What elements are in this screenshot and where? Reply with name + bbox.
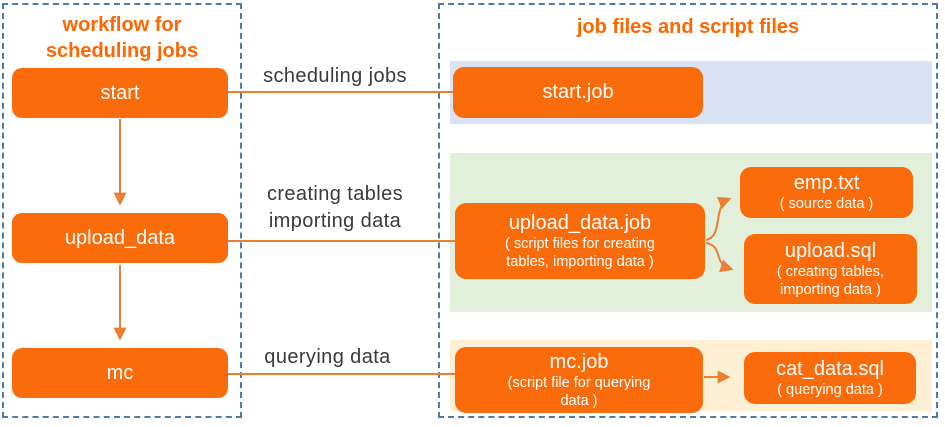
- connector-label-creating-importing: creating tables importing data: [266, 183, 404, 232]
- connector-label-querying-data: querying data: [264, 346, 391, 368]
- node-upload-data-label: upload_data: [64, 226, 176, 249]
- file-emp-txt-desc: ( source data ): [779, 196, 874, 212]
- file-upload-data-job-name: upload_data.job: [508, 211, 652, 234]
- file-mc-job-name: mc.job: [549, 350, 609, 373]
- file-cat-data-sql-name: cat_data.sql: [776, 357, 884, 380]
- node-start-label: start: [100, 81, 140, 104]
- file-mc-job-desc: (script file for querying data ): [507, 374, 651, 409]
- file-upload-data-job: upload_data.job ( script files for creat…: [455, 203, 705, 279]
- files-panel: job files and script files start.job upl…: [438, 3, 938, 418]
- workflow-panel: workflow for scheduling jobs start uploa…: [2, 3, 242, 418]
- file-emp-txt: emp.txt ( source data ): [740, 167, 913, 218]
- node-mc-label: mc: [106, 361, 134, 384]
- workflow-panel-title: workflow for scheduling jobs: [45, 14, 199, 62]
- file-emp-txt-name: emp.txt: [793, 172, 860, 194]
- node-start: start: [12, 68, 228, 118]
- file-upload-sql-desc: ( creating tables, importing data ): [776, 263, 885, 298]
- file-start-job-name: start.job: [542, 81, 614, 103]
- file-mc-job: mc.job (script file for querying data ): [455, 347, 703, 413]
- file-cat-data-sql: cat_data.sql ( querying data ): [744, 352, 916, 404]
- node-mc: mc: [12, 348, 228, 398]
- files-panel-title: job files and script files: [576, 16, 800, 38]
- file-upload-sql-name: upload.sql: [784, 239, 877, 262]
- file-upload-data-job-desc: ( script files for creating tables, impo…: [505, 235, 655, 270]
- file-upload-sql: upload.sql ( creating tables, importing …: [744, 234, 917, 304]
- connector-label-scheduling-jobs: scheduling jobs: [263, 65, 407, 87]
- file-start-job: start.job: [453, 67, 703, 118]
- node-upload-data: upload_data: [12, 213, 228, 263]
- file-cat-data-sql-desc: ( querying data ): [777, 381, 883, 398]
